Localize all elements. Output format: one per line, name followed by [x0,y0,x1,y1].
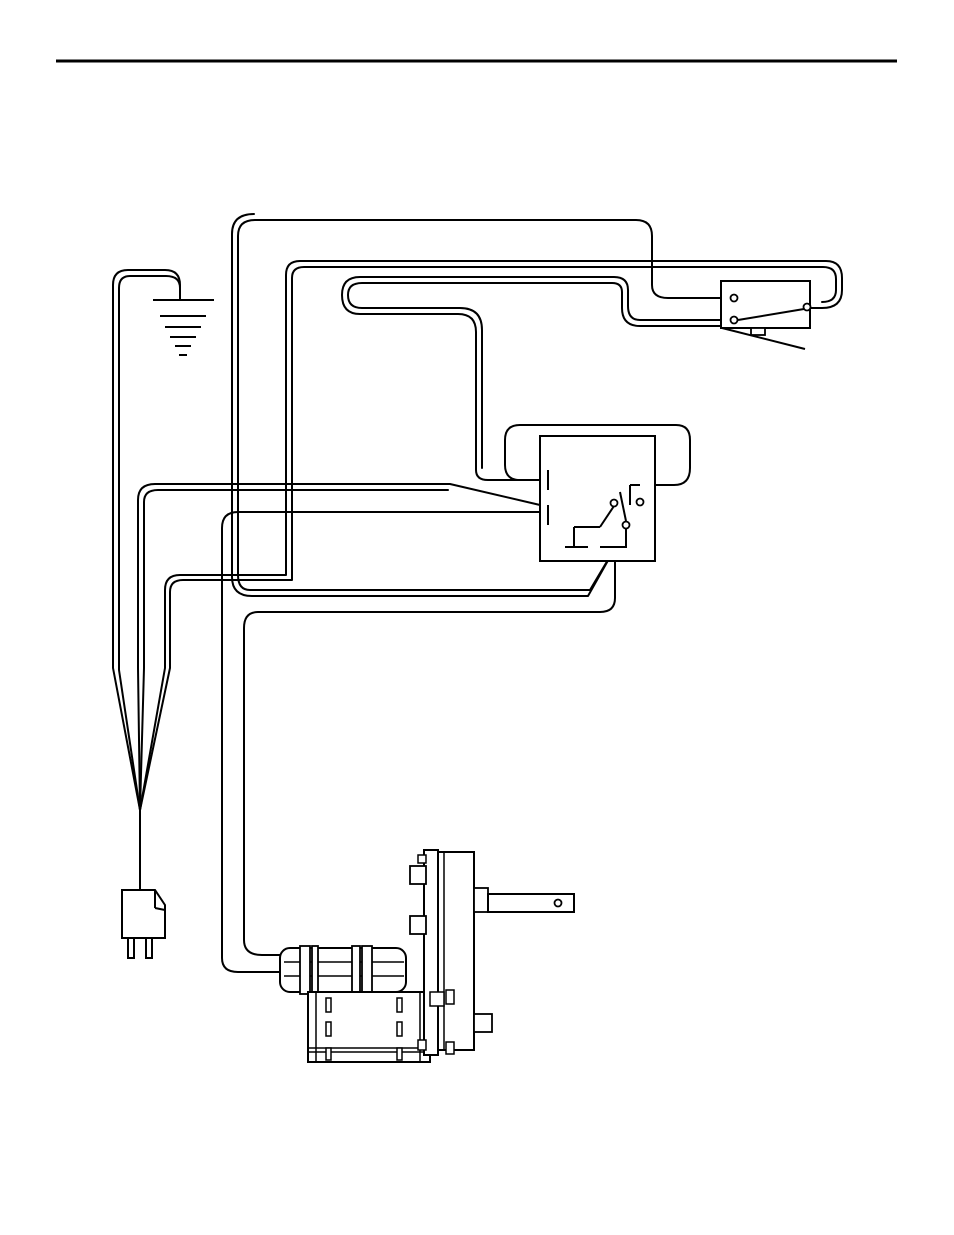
relay-switch-icon [540,436,655,561]
lever-microswitch-icon [721,281,811,349]
gear-motor-icon [280,850,574,1062]
ground-wire [113,270,180,810]
cord-wire-relay [138,484,540,810]
loop-wire-outer [238,220,733,590]
cord-wire-top [140,261,842,810]
cord-wire-relay-b [140,490,448,810]
three-prong-plug-icon [122,810,165,958]
ground-symbol-icon [153,300,214,355]
ground-wire-return [119,276,180,810]
